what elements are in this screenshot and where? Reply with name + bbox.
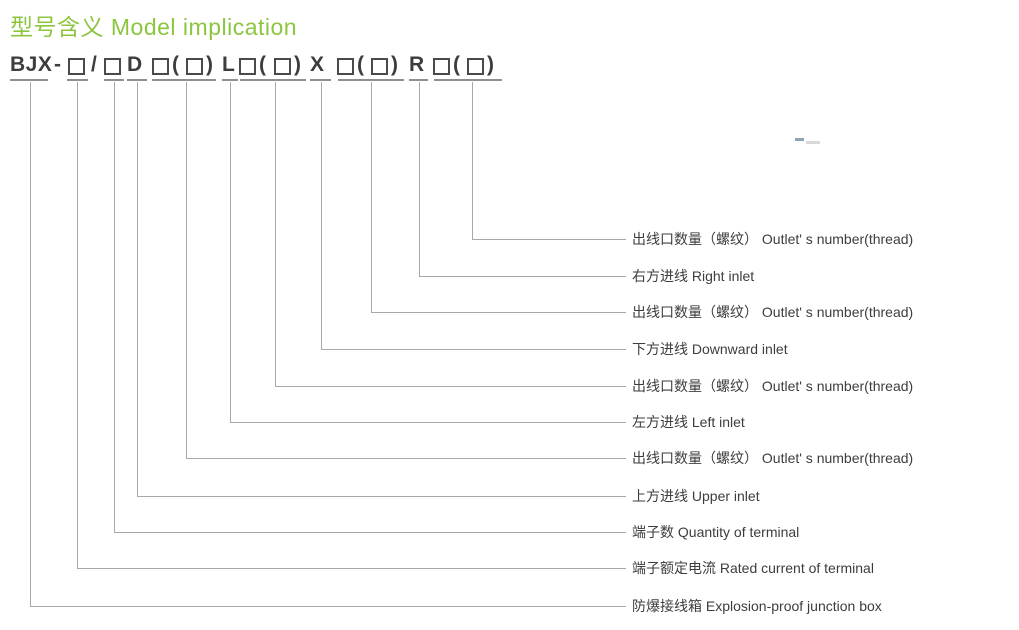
connector-horizontal-4	[321, 349, 626, 350]
connector-vertical-2	[419, 82, 420, 276]
underline-box2	[104, 79, 124, 81]
code-placeholder-box	[186, 58, 203, 75]
scan-artifact	[795, 138, 804, 141]
code-dash: -	[54, 53, 62, 76]
connector-horizontal-11	[30, 606, 626, 607]
code-placeholder-box	[467, 58, 484, 75]
code-letter-x: X	[310, 53, 325, 76]
connector-vertical-11	[30, 82, 31, 606]
connector-horizontal-7	[186, 458, 626, 459]
underline-group-l	[240, 79, 306, 81]
callout-label-rated-current: 端子额定电流 Rated current of terminal	[632, 560, 874, 576]
callout-label-outlet-number-r: 出线口数量（螺纹） Outlet' s number(thread)	[632, 231, 914, 247]
code-paren-open: (	[172, 53, 180, 76]
code-paren-open: (	[453, 53, 461, 76]
code-letter-l: L	[222, 53, 236, 76]
connector-vertical-3	[371, 82, 372, 312]
connector-horizontal-5	[275, 386, 626, 387]
connector-vertical-8	[137, 82, 138, 496]
code-letter-d: D	[127, 53, 143, 76]
code-paren-open: (	[357, 53, 365, 76]
callout-label-outlet-number-x: 出线口数量（螺纹） Outlet' s number(thread)	[632, 304, 914, 320]
underline-bjx	[10, 79, 48, 81]
callout-label-outlet-number-d: 出线口数量（螺纹） Outlet' s number(thread)	[632, 450, 914, 466]
code-placeholder-box	[371, 58, 388, 75]
underline-l	[222, 79, 238, 81]
code-paren-close: )	[294, 53, 302, 76]
callout-label-left-inlet: 左方进线 Left inlet	[632, 414, 745, 430]
code-placeholder-box	[68, 58, 85, 75]
underline-group-r	[434, 79, 502, 81]
underline-d	[127, 79, 147, 81]
connector-vertical-4	[321, 82, 322, 349]
connector-horizontal-3	[371, 312, 626, 313]
code-placeholder-box	[104, 58, 121, 75]
connector-vertical-10	[77, 82, 78, 568]
code-placeholder-box	[433, 58, 450, 75]
code-paren-close: )	[206, 53, 214, 76]
code-paren-close: )	[391, 53, 399, 76]
connector-horizontal-8	[137, 496, 626, 497]
connector-vertical-1	[472, 82, 473, 239]
callout-label-right-inlet: 右方进线 Right inlet	[632, 268, 755, 284]
connector-horizontal-6	[230, 422, 626, 423]
code-letters-bjx: BJX	[10, 53, 53, 76]
connector-vertical-7	[186, 82, 187, 458]
connector-vertical-9	[114, 82, 115, 532]
code-paren-open: (	[259, 53, 267, 76]
underline-box1	[67, 79, 88, 81]
connector-horizontal-2	[419, 276, 626, 277]
callout-label-outlet-number-l: 出线口数量（螺纹） Outlet' s number(thread)	[632, 378, 914, 394]
underline-group-x	[338, 79, 404, 81]
code-paren-close: )	[487, 53, 495, 76]
code-letter-r: R	[409, 53, 425, 76]
underline-x	[310, 79, 331, 81]
callout-label-upper-inlet: 上方进线 Upper inlet	[632, 488, 760, 504]
code-placeholder-box	[274, 58, 291, 75]
connector-vertical-6	[230, 82, 231, 422]
connector-vertical-5	[275, 82, 276, 386]
code-placeholder-box	[337, 58, 354, 75]
callout-label-junction-box: 防爆接线箱 Explosion-proof junction box	[632, 598, 882, 614]
code-placeholder-box	[152, 58, 169, 75]
callout-label-terminal-qty: 端子数 Quantity of terminal	[632, 524, 800, 540]
underline-group-d	[152, 79, 216, 81]
connector-horizontal-1	[472, 239, 626, 240]
page-title: 型号含义 Model implication	[10, 14, 298, 40]
code-slash: /	[91, 53, 98, 76]
code-placeholder-box	[239, 58, 256, 75]
connector-horizontal-10	[77, 568, 626, 569]
scan-artifact	[806, 141, 820, 144]
callout-label-downward-inlet: 下方进线 Downward inlet	[632, 341, 788, 357]
connector-horizontal-9	[114, 532, 626, 533]
underline-r	[409, 79, 428, 81]
